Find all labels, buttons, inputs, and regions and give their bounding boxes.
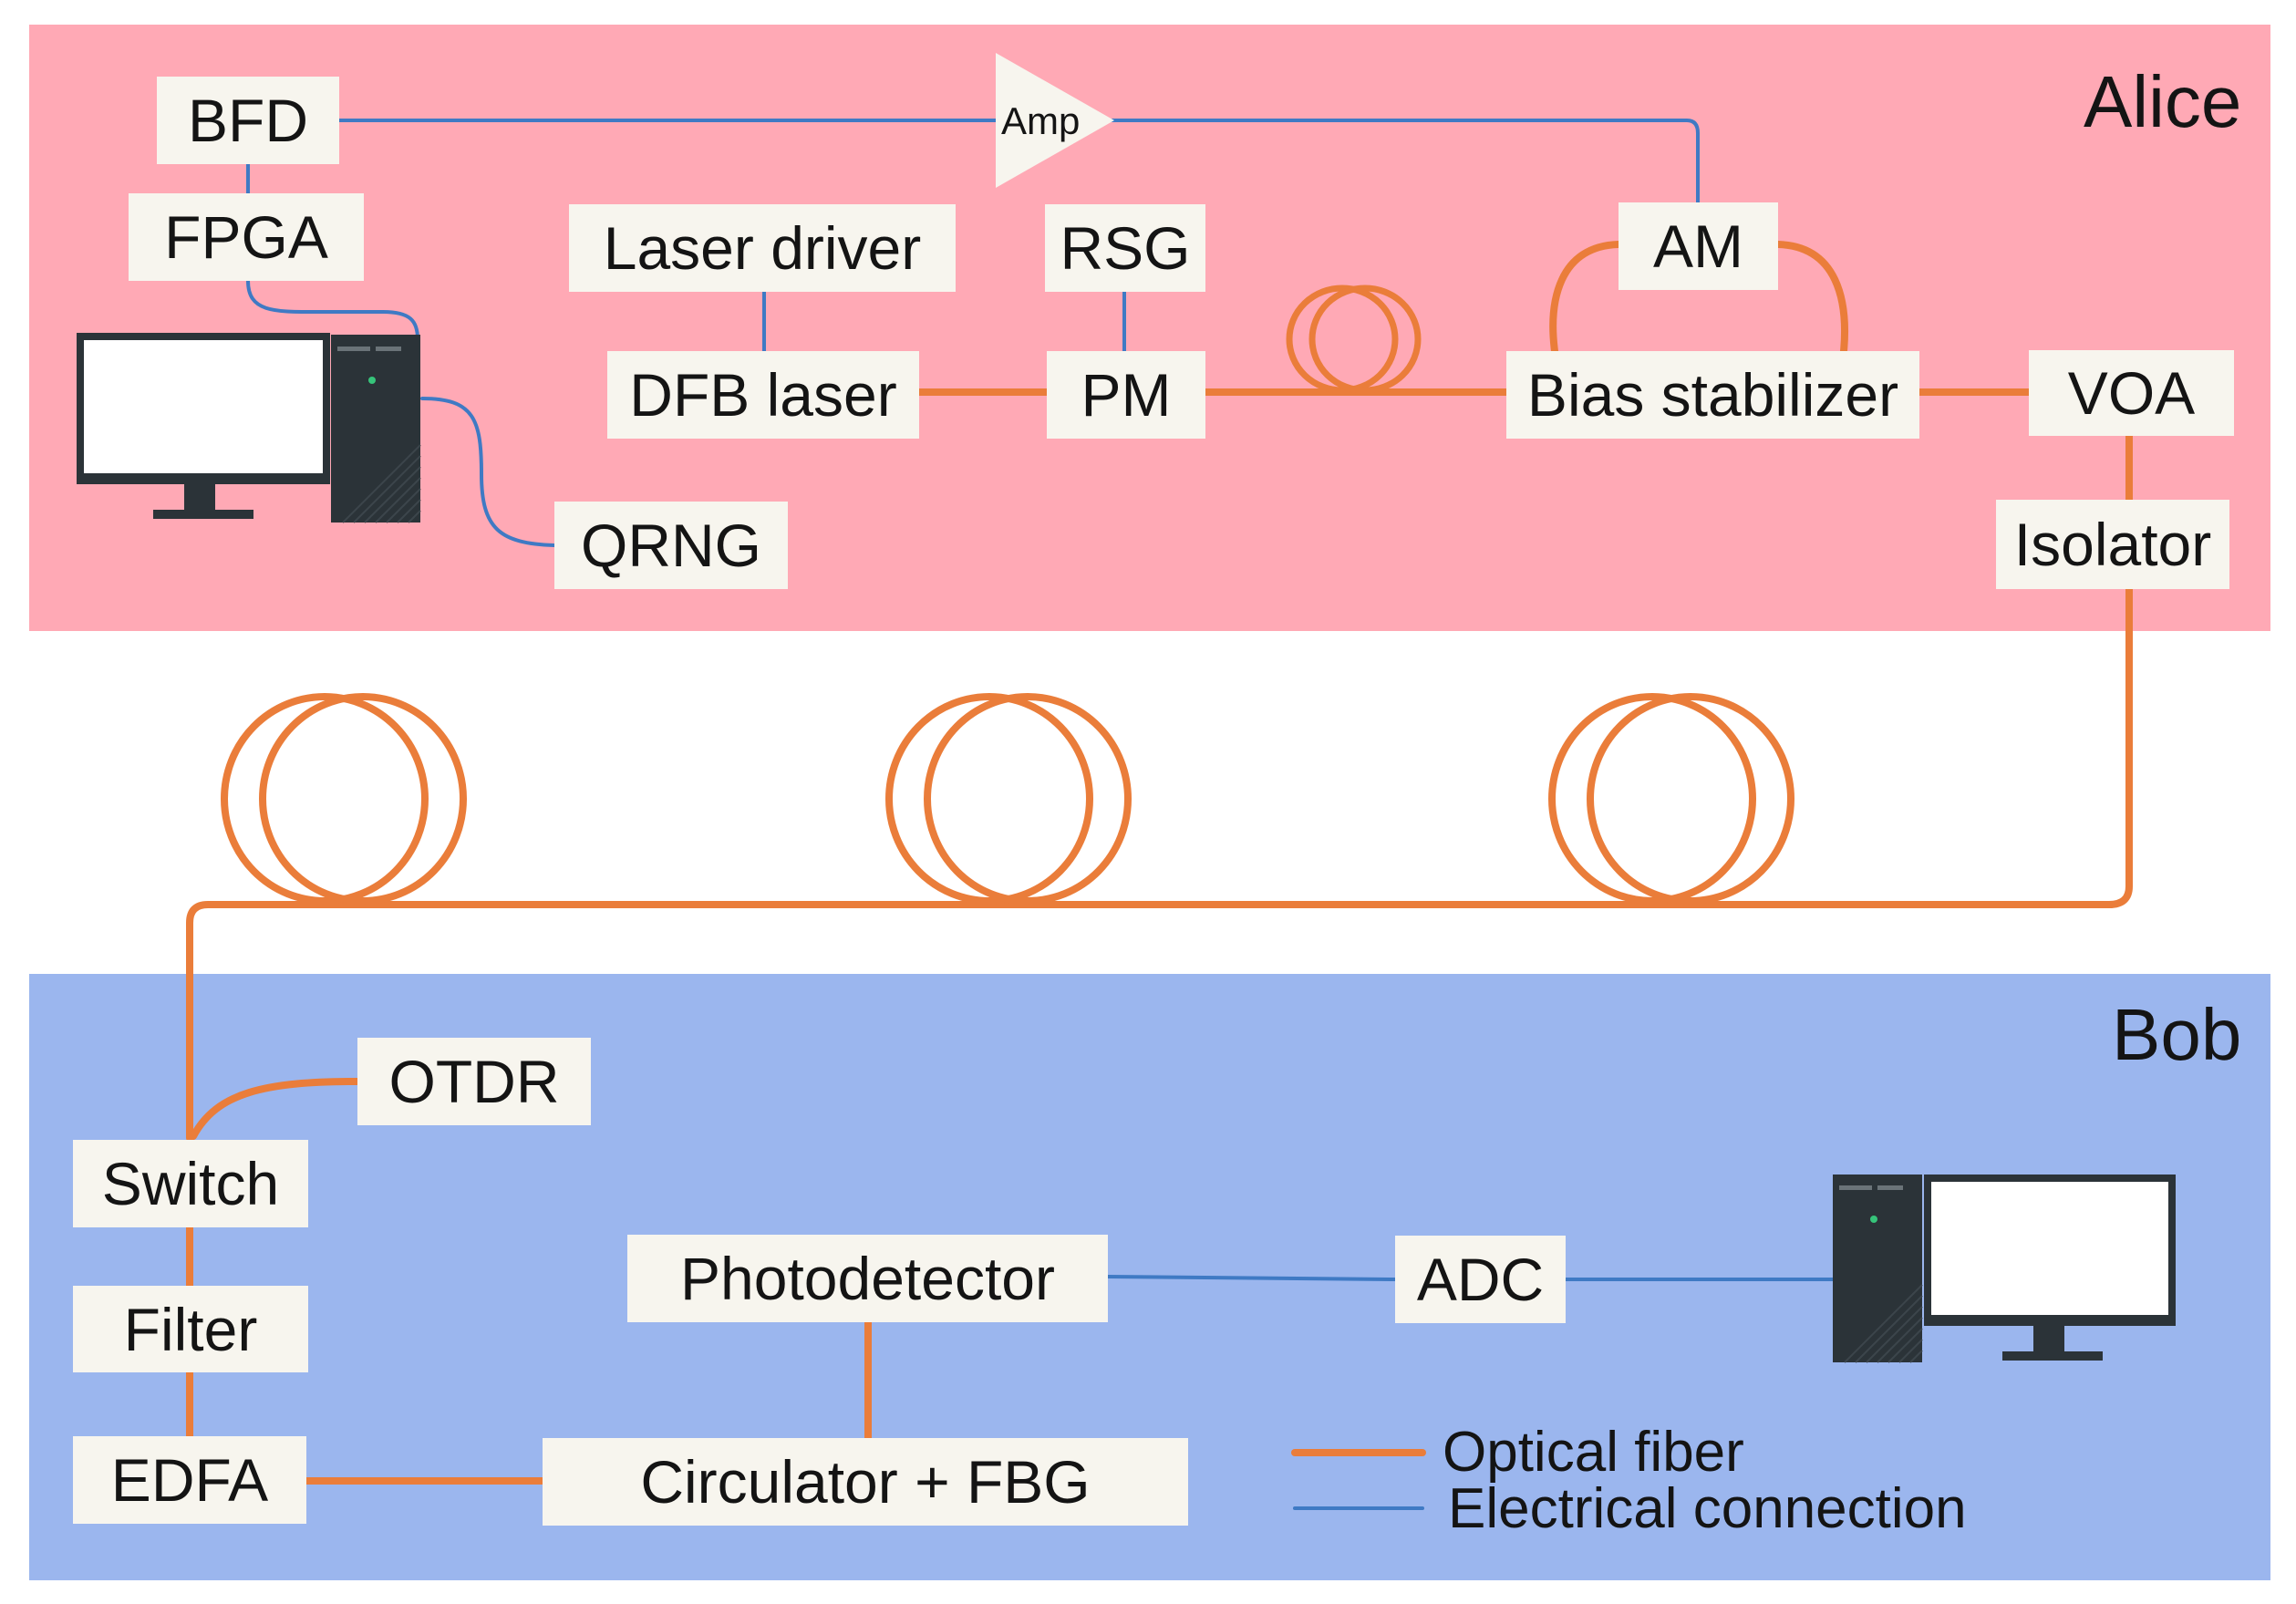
am-box: AM	[1619, 202, 1778, 290]
switch-box: Switch	[73, 1140, 308, 1227]
otdr-box: OTDR	[357, 1038, 591, 1125]
wire-photodetector-adc	[1106, 1275, 1397, 1281]
photodetector-box: Photodetector	[627, 1235, 1108, 1322]
bias-stabilizer-box: Bias stabilizer	[1506, 351, 1919, 439]
fiber-spool-icon	[1548, 693, 1794, 905]
pm-box: PM	[1047, 351, 1205, 439]
bob-title: Bob	[2112, 994, 2242, 1075]
adc-box: ADC	[1395, 1236, 1566, 1323]
fpga-box: FPGA	[129, 193, 364, 281]
alice-region	[29, 25, 2270, 631]
dfb-laser-box: DFB laser	[607, 351, 919, 439]
amp-label: Amp	[1001, 99, 1081, 142]
alice-title: Alice	[2084, 61, 2242, 142]
fiber-spool-icon	[885, 693, 1132, 905]
wire-fpga-computer	[246, 279, 419, 341]
voa-box: VOA	[2029, 350, 2234, 436]
laser-driver-box: Laser driver	[569, 204, 956, 292]
computer-icon	[1833, 1175, 2176, 1363]
wire-computer-qrng	[420, 397, 556, 547]
bfd-box: BFD	[157, 77, 339, 164]
isolator-box: Isolator	[1996, 500, 2229, 589]
computer-icon	[77, 333, 421, 523]
rsg-box: RSG	[1045, 204, 1205, 292]
amplifier-icon	[996, 53, 1114, 188]
fiber-bias-am-loop	[1549, 241, 1848, 355]
legend-electrical-label: Electrical connection	[1448, 1477, 1967, 1540]
qrng-box: QRNG	[554, 502, 788, 589]
fiber-spool-icon	[1286, 285, 1422, 394]
wire-bfd-amp-am	[337, 119, 1700, 204]
filter-box: Filter	[73, 1286, 308, 1372]
edfa-box: EDFA	[73, 1436, 306, 1524]
fiber-spool-icon	[221, 693, 467, 905]
legend-optical-label: Optical fiber	[1443, 1421, 1744, 1484]
fiber-isolator-link	[186, 585, 2133, 1142]
circulator-fbg-box: Circulator + FBG	[543, 1438, 1188, 1526]
fiber-switch-otdr	[190, 1078, 361, 1140]
